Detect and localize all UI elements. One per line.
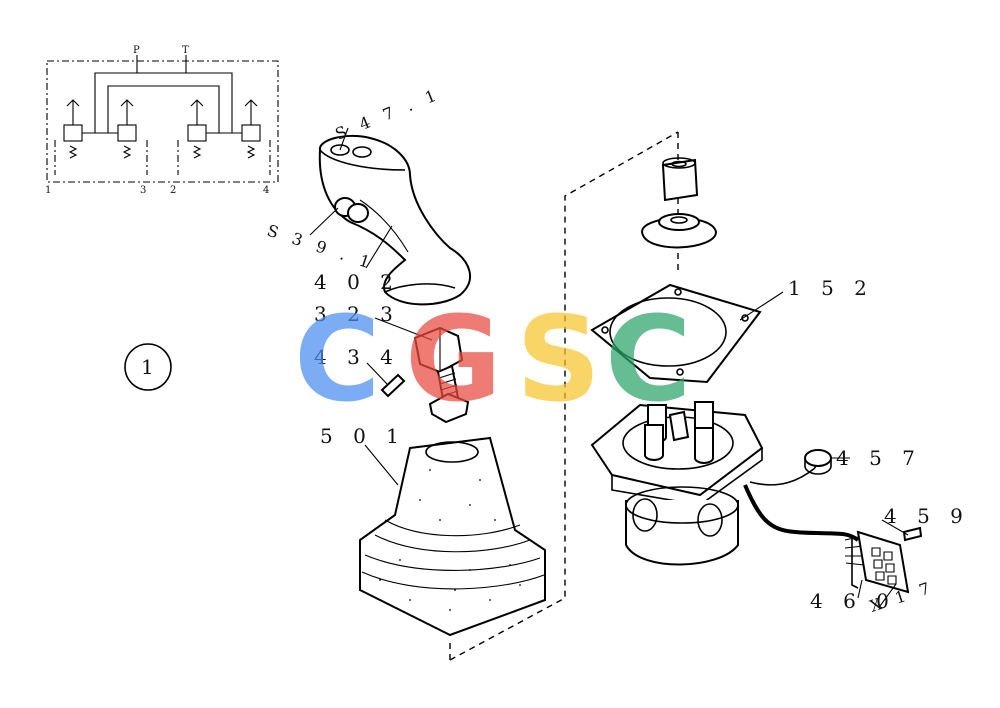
wire-harness — [743, 459, 865, 566]
callout-434: 4 3 4 — [314, 345, 400, 369]
watermark-letter-2: G — [405, 290, 502, 428]
callout-457: 4 5 7 — [836, 446, 922, 470]
hydraulic-schematic: P T 1 3 2 4 — [45, 45, 279, 196]
threaded-bolt — [428, 364, 470, 424]
port-label-t: T — [182, 45, 189, 56]
callout-s39-1: S 3 9 . 1 — [265, 221, 377, 274]
callout-460: 4 6 0 — [810, 589, 896, 613]
callout-323: 3 2 3 — [314, 302, 400, 326]
port-label-p: P — [133, 45, 140, 56]
joystick-handle — [318, 134, 471, 306]
valve-body — [590, 401, 764, 566]
port-label-2: 2 — [170, 185, 176, 196]
watermark-letter-3: S — [516, 290, 601, 428]
plug-457 — [804, 449, 832, 475]
watermark-letter-4: C — [605, 290, 692, 428]
watermark-letter-1: C — [294, 290, 381, 428]
terminal-pin-459 — [902, 526, 923, 542]
callout-402: 4 0 2 — [314, 270, 400, 294]
cgsc-watermark: C G S C — [294, 290, 692, 428]
callout-501: 5 0 1 — [320, 424, 406, 448]
roll-pin — [380, 373, 406, 398]
hex-nut — [413, 326, 464, 374]
callout-152: 1 5 2 — [788, 276, 874, 300]
top-bushing — [661, 157, 699, 202]
gasket-plate — [590, 283, 762, 384]
figure-number-badge: 1 — [124, 343, 172, 391]
callout-s47-1: S 4 7 . 1 — [332, 84, 443, 144]
connector-x17 — [851, 530, 910, 594]
callout-459: 4 5 9 — [884, 504, 970, 528]
port-label-4: 4 — [263, 185, 269, 196]
rubber-boot — [359, 436, 546, 637]
port-label-3: 3 — [140, 185, 146, 196]
port-label-1: 1 — [45, 185, 51, 196]
seal-cap — [640, 213, 718, 249]
leader-lines — [309, 127, 909, 607]
figure-number: 1 — [141, 355, 154, 379]
